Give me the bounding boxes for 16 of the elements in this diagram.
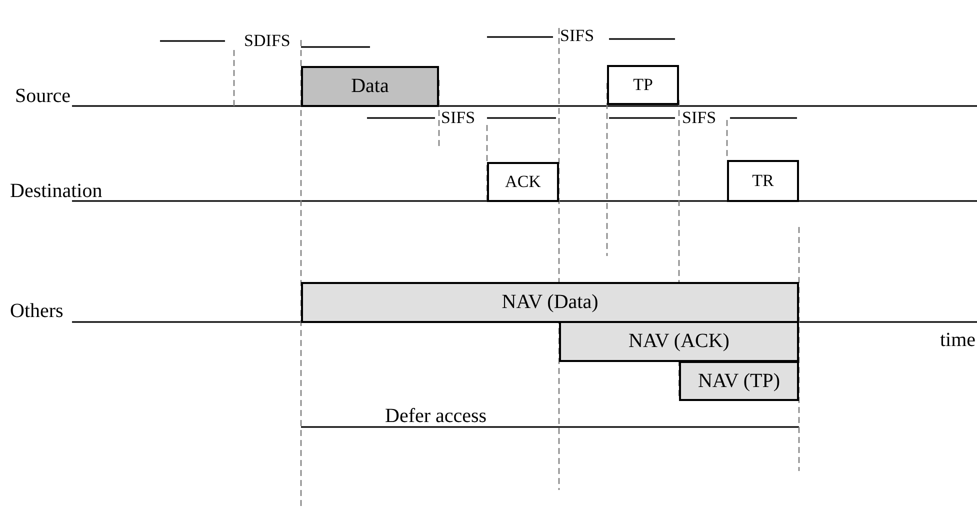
interval-label: SIFS bbox=[682, 109, 716, 126]
nav-bar: NAV (ACK) bbox=[559, 321, 799, 362]
frame-box: TP bbox=[607, 65, 679, 105]
row-label: Others bbox=[10, 301, 64, 321]
row-label: Destination bbox=[10, 181, 102, 201]
nav-bar: NAV (TP) bbox=[679, 361, 799, 401]
axis-label: time bbox=[940, 330, 976, 350]
data-frame-box: Data bbox=[301, 66, 439, 107]
interval-label: Defer access bbox=[385, 406, 487, 426]
frame-box: TR bbox=[727, 160, 799, 202]
interval-label: SIFS bbox=[560, 27, 594, 44]
row-label: Source bbox=[15, 86, 71, 106]
interval-label: SDIFS bbox=[244, 32, 290, 49]
nav-bar: NAV (Data) bbox=[301, 282, 799, 323]
interval-label: SIFS bbox=[441, 109, 476, 126]
frame-box: ACK bbox=[487, 162, 559, 202]
